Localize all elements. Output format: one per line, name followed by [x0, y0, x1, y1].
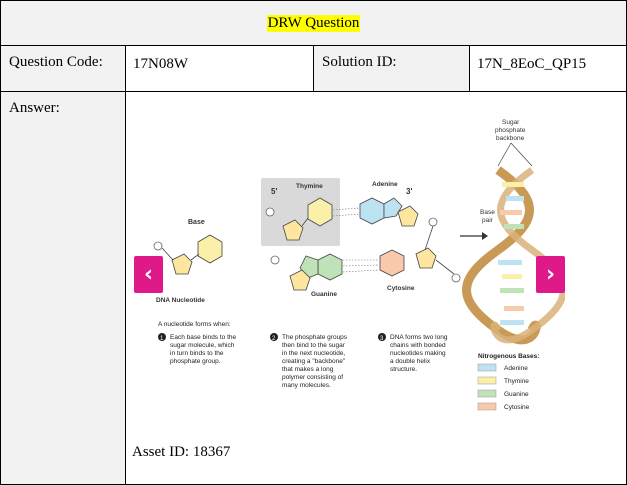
step2-line: many molecules. [282, 382, 331, 389]
step3-line: chains with bonded [390, 342, 446, 349]
helix-strand-a [462, 166, 541, 345]
legend-label: Adenine [504, 365, 528, 372]
carousel-prev-button[interactable]: ‹ [134, 256, 163, 293]
legend-swatch-0 [477, 363, 497, 372]
legend-swatch-2 [477, 389, 497, 398]
svg-text:3: 3 [380, 336, 384, 342]
svg-text:2: 2 [272, 336, 276, 342]
legend-items: Adenine Thymine Guanine Cytosine [477, 363, 530, 411]
step3-line: structure. [390, 366, 417, 373]
solution-id-value: 17N_8EoC_QP15 [469, 45, 627, 92]
thymine-highlight-box [261, 178, 340, 246]
step2-line: then bind to the sugar [282, 342, 346, 349]
question-code-label: Question Code: [0, 45, 126, 92]
step3-line: a double helix [390, 358, 431, 365]
asset-id-label: Asset ID: 18367 [132, 444, 231, 460]
step2-line: The phosphate groups [282, 334, 348, 341]
legend-title: Nitrogenous Bases: [478, 353, 539, 360]
question-code-value: 17N08W [125, 45, 314, 92]
legend-label: Thymine [504, 378, 529, 385]
step3-line: nucleotides making [390, 350, 446, 357]
phosphate-circle [153, 241, 163, 251]
step2-line: polymer consisting of [282, 374, 343, 381]
step1-line: in turn binds to the [170, 350, 224, 357]
legend-swatch-3 [477, 402, 497, 411]
step2-line: in the next nucleotide, [282, 350, 345, 357]
label-thymine: Thymine [296, 183, 323, 190]
step1-line: sugar molecule, which [170, 342, 235, 349]
answer-label: Answer: [0, 91, 126, 485]
step1-line: phosphate group. [170, 358, 221, 365]
label-base: Base [188, 219, 205, 226]
steps-intro: A nucleotide forms when: [158, 321, 231, 328]
label-backbone-1: Sugar [502, 119, 520, 126]
sugar-pentagon [171, 253, 193, 275]
label-three-prime: 3' [406, 187, 412, 196]
legend-label: Cytosine [504, 404, 530, 411]
legend-label: Guanine [504, 391, 529, 398]
step2-line: that makes a long [282, 366, 334, 373]
thymine-ring [197, 234, 223, 264]
step2-line: creating a "backbone" [282, 358, 346, 365]
page-title: DRW Question [266, 14, 361, 32]
solution-id-label: Solution ID: [313, 45, 470, 92]
label-cytosine: Cytosine [387, 285, 415, 292]
step3-line: DNA forms two long [390, 334, 448, 341]
label-base-pair-2: pair [482, 217, 494, 224]
legend-swatch-1 [477, 376, 497, 385]
carousel-next-button[interactable]: › [536, 256, 565, 293]
label-dna-nucleotide: DNA Nucleotide [156, 297, 205, 304]
label-adenine: Adenine [372, 181, 398, 188]
label-backbone-3: backbone [496, 135, 525, 142]
table-header: DRW Question [0, 0, 627, 46]
label-backbone-2: phosphate [495, 127, 526, 134]
label-five-prime: 5' [271, 187, 277, 196]
chevron-left-icon: ‹ [143, 262, 154, 287]
dna-structure-diagram: Base DNA Nucleotide Thymine 5' Adenine 3… [153, 119, 565, 411]
label-base-pair-1: Base [480, 209, 495, 216]
label-guanine: Guanine [311, 291, 337, 298]
step1-line: Each base binds to the [170, 334, 237, 341]
chevron-right-icon: › [545, 262, 556, 287]
svg-text:1: 1 [160, 336, 164, 342]
